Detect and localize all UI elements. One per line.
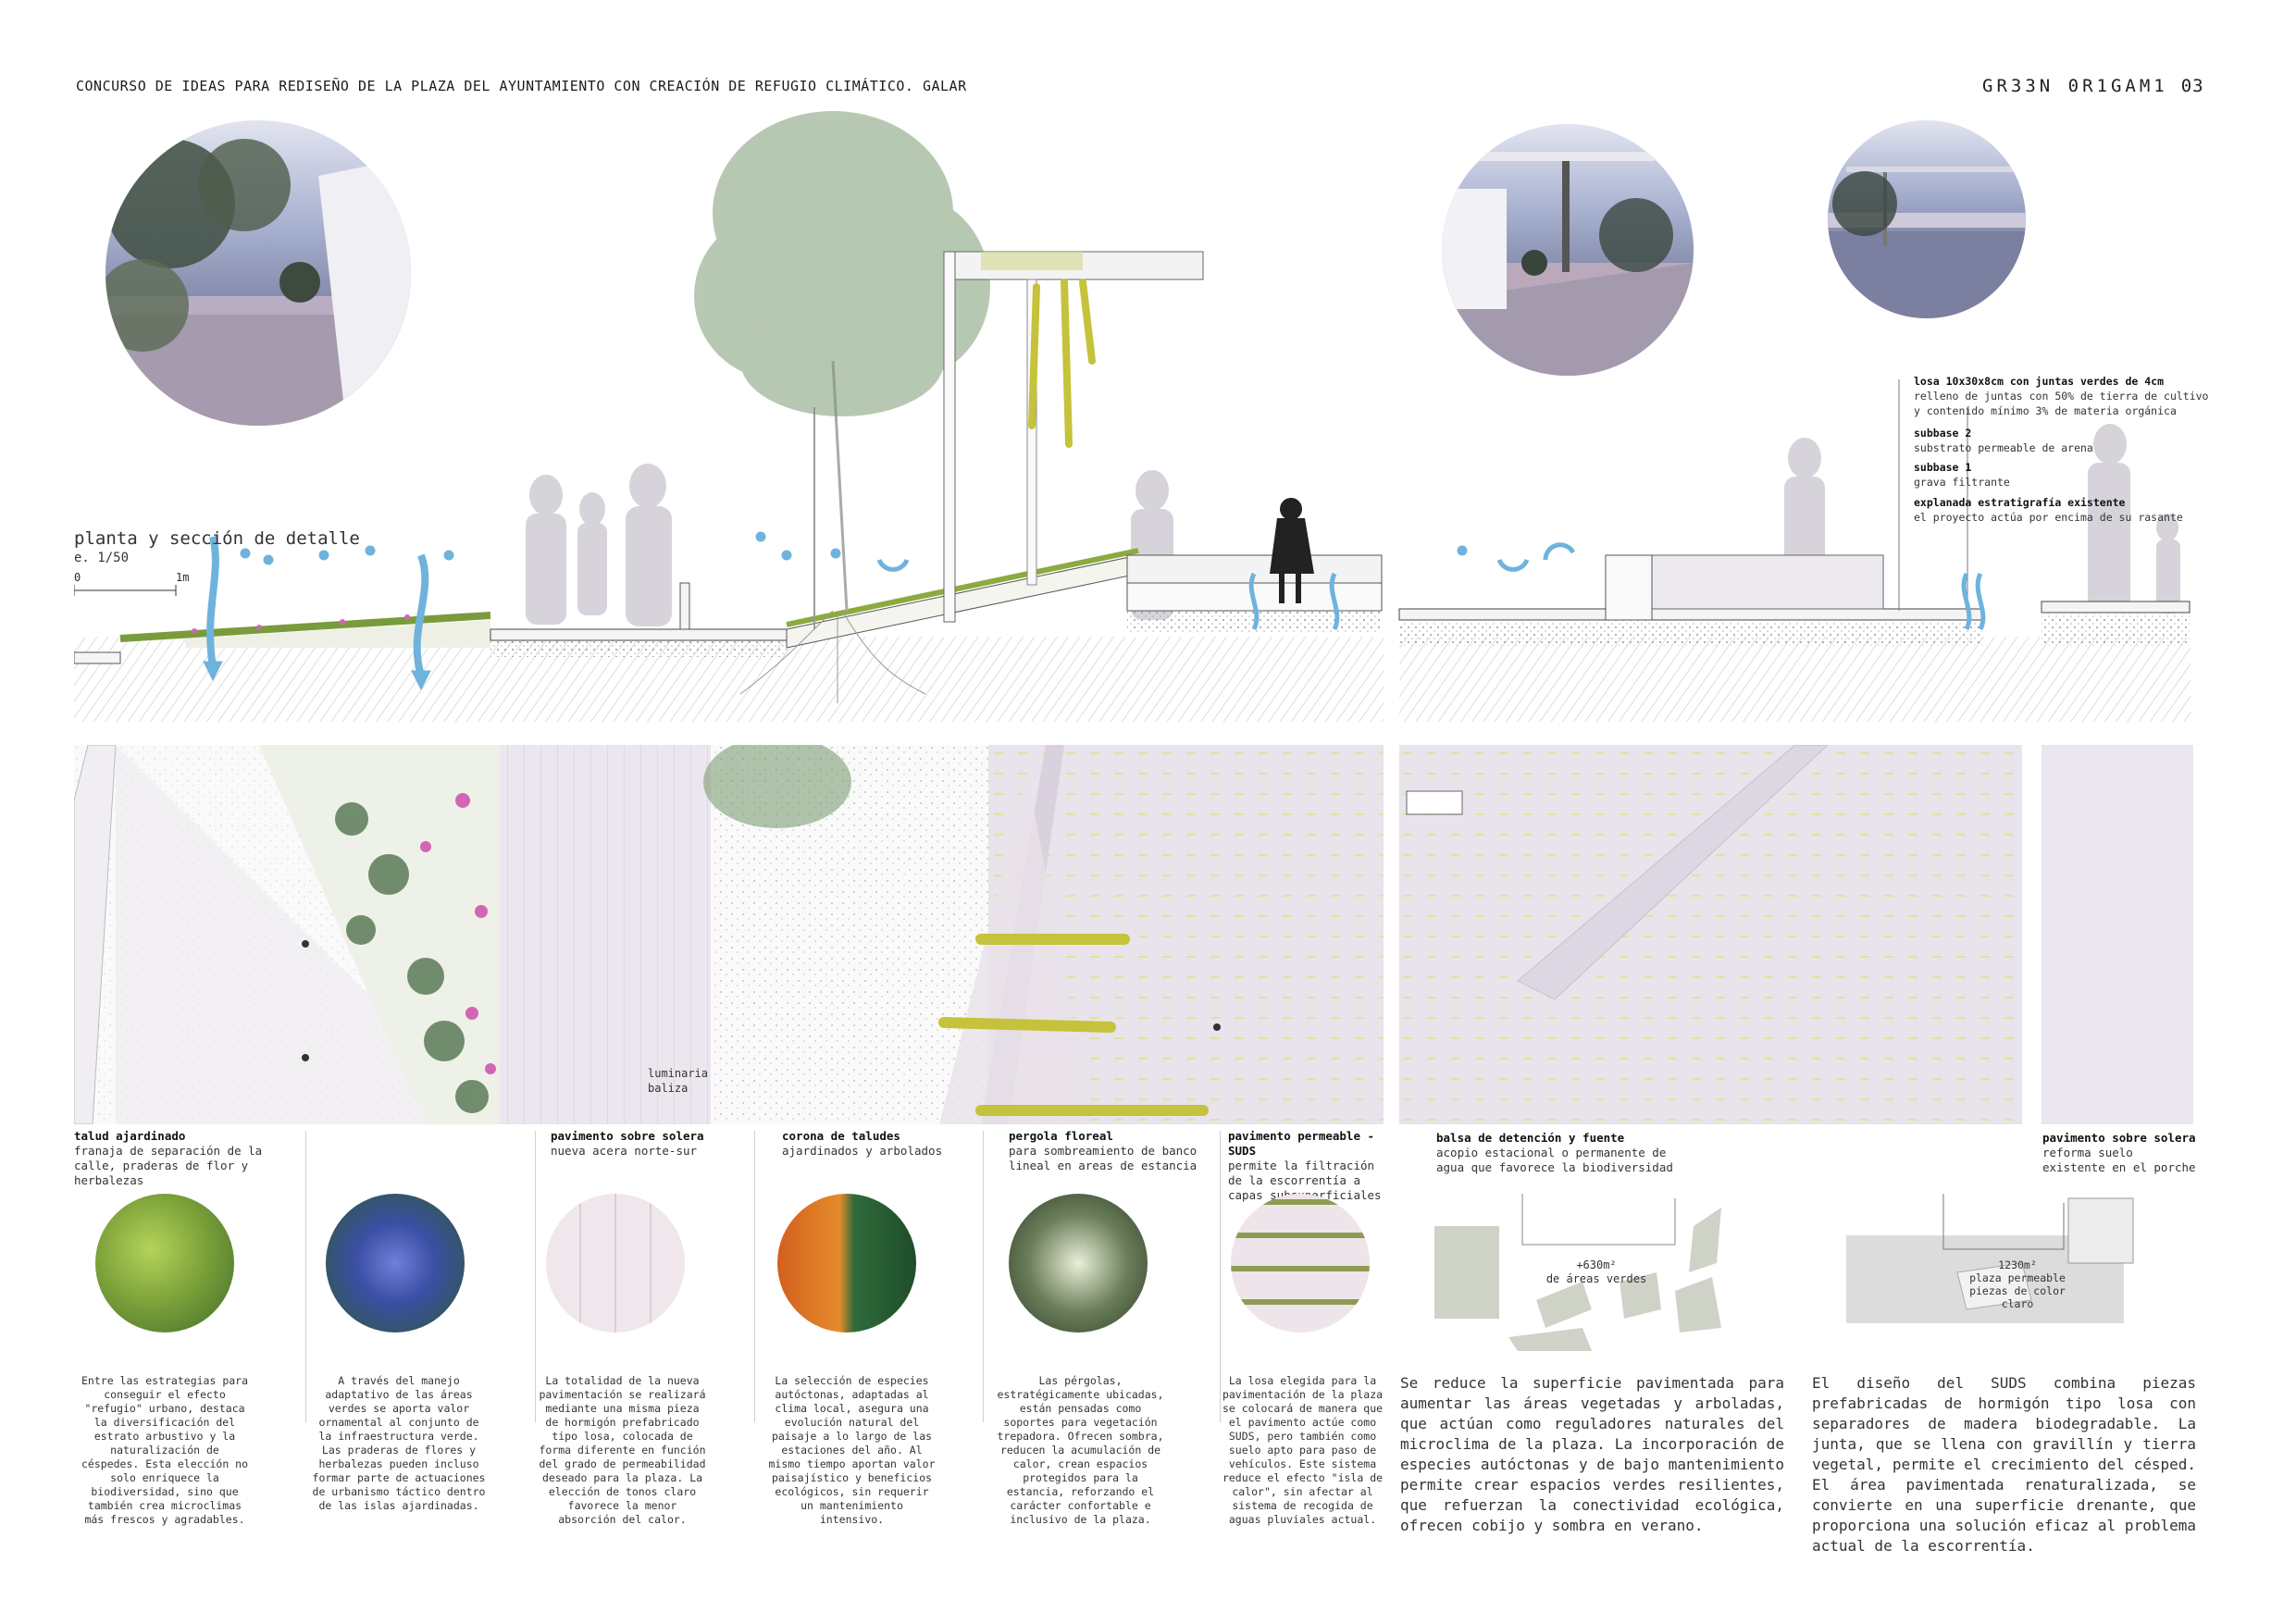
caption-pavimento-solera: pavimento sobre solera nueva acera norte…: [551, 1129, 745, 1159]
strategy-diagram-permeable: [1846, 1194, 2134, 1323]
water-arrows: [203, 531, 1986, 691]
caption-corona: corona de taludes ajardinados y arbolado…: [782, 1129, 976, 1159]
strategy-diagram-green: [1434, 1194, 1721, 1351]
swatch-permeable-paving: [1231, 1194, 1370, 1333]
caption-title: pavimento permeable - SUDS: [1228, 1129, 1375, 1158]
description-pergolas: Las pérgolas, estratégicamente ubicadas,…: [997, 1374, 1164, 1526]
caption-title: talud ajardinado: [74, 1129, 186, 1143]
caption-text: ajardinados y arbolados: [782, 1144, 943, 1158]
column-divider: [305, 1131, 306, 1422]
caption-text: acopio estacional o permanente de agua q…: [1436, 1146, 1673, 1174]
page-title: CONCURSO DE IDEAS PARA REDISEÑO DE LA PL…: [76, 78, 967, 94]
page-number: 03: [2180, 76, 2204, 96]
description-ornamental: A través del manejo adaptativo de las ár…: [312, 1374, 486, 1512]
plan-label-luminaria: luminaria baliza: [648, 1066, 708, 1096]
description-species: La selección de especies autóctonas, ada…: [768, 1374, 936, 1526]
description-paving: La totalidad de la nueva pavimentación s…: [539, 1374, 706, 1526]
strategy-area: +630m²: [1576, 1258, 1617, 1271]
caption-title: pavimento sobre solera: [551, 1129, 704, 1143]
column-divider: [1220, 1131, 1221, 1422]
caption-suds: pavimento permeable - SUDS permite la fi…: [1228, 1129, 1395, 1203]
brand-name: GR33N 0R1GAM1: [1982, 76, 2168, 96]
caption-text: para sombreamiento de banco lineal en ar…: [1009, 1144, 1198, 1172]
strat-layer-4: explanada estratigrafía existente el pro…: [1914, 495, 2219, 525]
strategy-permeable-area: 1230m² plaza permeable piezas de color c…: [1953, 1258, 2082, 1310]
shrub-strip: [259, 745, 500, 1124]
strat-layer-2: subbase 2 substrato permeable de arena: [1914, 426, 2219, 455]
description-suds: La losa elegida para la pavimentación de…: [1222, 1374, 1384, 1526]
swatch-blue-flowers: [326, 1194, 465, 1333]
strat-layer-title: subbase 2: [1914, 427, 1972, 440]
section-title: planta y sección de detalle: [74, 528, 360, 549]
column-divider: [535, 1131, 536, 1422]
strat-layer-text: grava filtrante: [1914, 476, 2010, 489]
strat-layer-title: explanada estratigrafía existente: [1914, 496, 2126, 509]
strat-layer-title: subbase 1: [1914, 461, 1972, 474]
caption-pergola: pergola floreal para sombreamiento de ba…: [1009, 1129, 1217, 1173]
scale-bar-zero: 0: [74, 571, 81, 584]
description-shrubs: Entre las estrategias para conseguir el …: [81, 1374, 249, 1526]
tree-top-plan: [703, 745, 851, 828]
strat-layer-title: losa 10x30x8cm con juntas verdes de 4cm: [1914, 375, 2165, 388]
caption-title: corona de taludes: [782, 1129, 900, 1143]
caption-title: pergola floreal: [1009, 1129, 1113, 1143]
strat-layer-text: relleno de juntas con 50% de tierra de c…: [1914, 390, 2209, 417]
swatch-paving-slabs: [546, 1194, 685, 1333]
scale-bar-one: 1m: [176, 571, 190, 584]
brand: GR33N 0R1GAM1 03: [1982, 76, 2204, 96]
strategy-label: plaza permeable piezas de color claro: [1969, 1271, 2066, 1310]
swatch-autochthonous: [777, 1194, 916, 1333]
caption-balsa: balsa de detención y fuente acopio estac…: [1436, 1131, 1677, 1175]
paragraph-vegetation: Se reduce la superficie pavimentada para…: [1400, 1374, 1784, 1534]
strat-layer-1: losa 10x30x8cm con juntas verdes de 4cm …: [1914, 374, 2219, 418]
baliza-label: baliza: [648, 1082, 689, 1095]
section-drawing: [74, 111, 2191, 722]
caption-title: balsa de detención y fuente: [1436, 1131, 1625, 1145]
plan-drawing: [74, 745, 2193, 1124]
strat-layer-text: substrato permeable de arena: [1914, 441, 2093, 454]
paragraph-suds: El diseño del SUDS combina piezas prefab…: [1812, 1374, 2196, 1555]
caption-text: nueva acera norte-sur: [551, 1144, 698, 1158]
column-divider: [754, 1131, 755, 1422]
strategy-green-area: +630m² de áreas verdes: [1536, 1258, 1657, 1286]
strat-layer-3: subbase 1 grava filtrante: [1914, 460, 2219, 490]
caption-text: franaja de separación de la calle, prade…: [74, 1144, 263, 1187]
scale-note: e. 1/50: [74, 551, 130, 565]
swatch-climbers: [1009, 1194, 1148, 1333]
strat-layer-text: el proyecto actúa por encima de su rasan…: [1914, 511, 2183, 524]
child-figure: [1270, 498, 1314, 603]
caption-porche: pavimento sobre solera reforma suelo exi…: [2042, 1131, 2200, 1175]
caption-text: reforma suelo existente en el porche: [2042, 1146, 2196, 1174]
column-divider: [983, 1131, 984, 1422]
strategy-area: 1230m²: [1998, 1258, 2037, 1271]
swatch-shrubs: [95, 1194, 234, 1333]
caption-title: pavimento sobre solera: [2042, 1131, 2196, 1145]
strategy-label: de áreas verdes: [1545, 1272, 1647, 1285]
caption-talud: talud ajardinado franaja de separación d…: [74, 1129, 305, 1188]
luminaria-label: luminaria: [648, 1067, 709, 1080]
